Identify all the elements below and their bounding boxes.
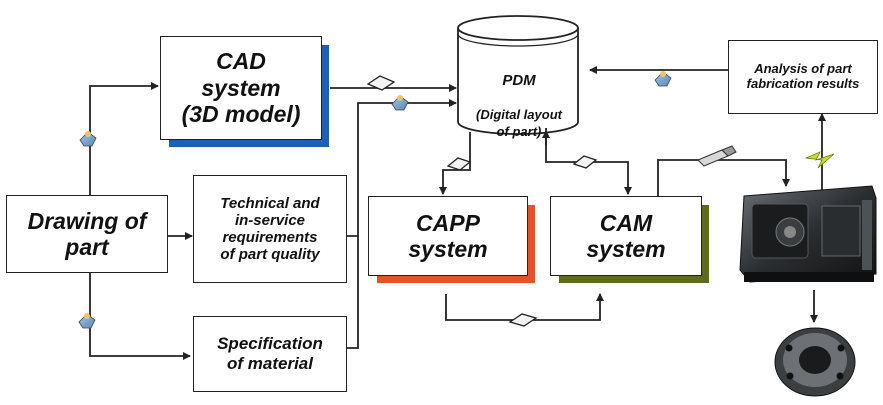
connectors [89, 66, 826, 360]
pdm-subtitle: (Digital layout of part) [476, 107, 562, 140]
lightning-icon [804, 151, 835, 169]
pdm-label: PDM (Digital layout of part) [461, 54, 577, 141]
cad-system-box: CAD system (3D model) [160, 36, 322, 140]
disk-icon [508, 313, 538, 327]
user-icon [391, 95, 409, 111]
disk-icon [366, 75, 396, 91]
user-icon [654, 71, 672, 87]
pdm-database-cylinder [457, 15, 579, 135]
arrow-drawing-to-material [89, 272, 191, 360]
user-icon [78, 313, 96, 329]
pdm-title: PDM [502, 71, 536, 89]
material-box: Specification of material [193, 316, 347, 392]
flange-part-icon [774, 327, 856, 397]
lathe-machine-icon [739, 185, 877, 283]
requirements-box: Technical and in-service requirements of… [193, 175, 347, 283]
line-material-to-pdm [347, 236, 359, 349]
capp-system-box: CAPP system [368, 196, 528, 276]
analysis-box: Analysis of part fabrication results [728, 40, 878, 114]
disk-icon [572, 155, 598, 169]
user-icon [79, 131, 97, 147]
cam-system-box: CAM system [550, 196, 702, 276]
disk-icon [446, 157, 472, 171]
arrow-cam-to-machine [657, 159, 790, 200]
arrow-pdm-to-capp [439, 132, 471, 195]
arrow-drawing-to-cad [89, 82, 159, 195]
usb-drive-icon [697, 145, 737, 167]
drawing-box: Drawing of part [6, 195, 168, 273]
